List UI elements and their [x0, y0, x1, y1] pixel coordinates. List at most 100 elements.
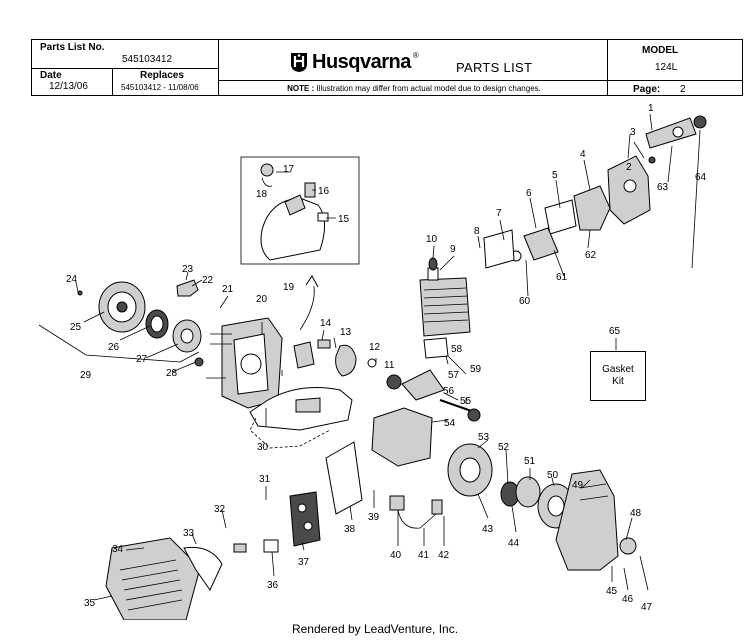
- callout-17: 17: [283, 164, 295, 175]
- air-filter-cover: [289, 491, 321, 547]
- gasket-kit-label-line1: Gasket: [602, 364, 634, 375]
- callout-16: 16: [318, 186, 330, 197]
- filter-element: [263, 539, 279, 553]
- callout-27: 27: [136, 354, 148, 365]
- date-label: Date: [40, 70, 62, 81]
- callout-45: 45: [606, 586, 618, 597]
- wire: [397, 509, 437, 529]
- callout-22: 22: [202, 275, 214, 286]
- callout-12: 12: [369, 342, 381, 353]
- callout-23: 23: [182, 264, 194, 275]
- exploded-parts-diagram: 1 2 3 4 5 6 7 8 9 10 11 12 13 14 15 16 1…: [38, 103, 707, 620]
- callout-37: 37: [298, 557, 310, 568]
- callout-64: 64: [695, 172, 707, 183]
- callout-62: 62: [585, 250, 597, 261]
- date-value: 12/13/06: [49, 81, 88, 92]
- callout-34: 34: [112, 544, 124, 555]
- fan-housing: [105, 537, 223, 620]
- callout-52: 52: [498, 442, 510, 453]
- intake-gasket: [483, 229, 515, 269]
- callout-60: 60: [519, 296, 531, 307]
- callout-56: 56: [443, 386, 455, 397]
- callout-1: 1: [648, 103, 654, 114]
- callout-24: 24: [66, 274, 78, 285]
- callout-42: 42: [438, 550, 450, 561]
- document-title: PARTS LIST: [456, 60, 533, 75]
- callout-31: 31: [259, 474, 271, 485]
- callout-44: 44: [508, 538, 520, 549]
- callout-36: 36: [267, 580, 279, 591]
- model-label: MODEL: [642, 45, 679, 56]
- fuel-tank: [249, 341, 353, 449]
- model-value: 124L: [655, 62, 678, 73]
- parts-list-header: [31, 39, 743, 96]
- callout-26: 26: [108, 342, 120, 353]
- callout-53: 53: [478, 432, 490, 443]
- engine-housing: [206, 317, 283, 409]
- callout-54: 54: [444, 418, 456, 429]
- callout-55: 55: [460, 396, 472, 407]
- gasket-kit-box: Gasket Kit: [590, 351, 646, 401]
- callout-10: 10: [426, 234, 438, 245]
- callout-61: 61: [556, 272, 568, 283]
- intake-manifold: [523, 227, 559, 261]
- gasket-small: [233, 543, 247, 553]
- washer: [367, 358, 377, 368]
- callout-50: 50: [547, 470, 559, 481]
- husqvarna-crown-logo: [291, 53, 307, 72]
- crankshaft: [386, 369, 481, 422]
- callout-40: 40: [390, 550, 402, 561]
- callout-47: 47: [641, 602, 653, 613]
- footer-credit: Rendered by LeadVenture, Inc.: [291, 622, 459, 636]
- muffler-group: [607, 115, 707, 225]
- clutch: [515, 476, 541, 508]
- fuel-tank-inset: [240, 156, 360, 265]
- callout-7: 7: [496, 208, 502, 219]
- arrow-head: [305, 275, 319, 288]
- callout-65: 65: [609, 326, 621, 337]
- header-divider: [112, 68, 113, 95]
- gasket-kit-label-line2: Kit: [612, 376, 624, 387]
- replaces-label: Replaces: [140, 70, 184, 81]
- callout-58: 58: [451, 344, 463, 355]
- callout-8: 8: [474, 226, 480, 237]
- header-divider: [607, 80, 742, 81]
- parts-list-no: 545103412: [122, 54, 173, 65]
- callout-48: 48: [630, 508, 642, 519]
- callout-19: 19: [283, 282, 295, 293]
- callout-39: 39: [368, 512, 380, 523]
- callout-15: 15: [338, 214, 350, 225]
- callout-5: 5: [552, 170, 558, 181]
- note-line: NOTE : Illustration may differ from actu…: [287, 84, 541, 93]
- callout-2: 2: [626, 162, 632, 173]
- callout-63: 63: [657, 182, 669, 193]
- switch: [431, 499, 443, 515]
- ignition-module: [389, 495, 405, 511]
- gear-housing: [555, 469, 637, 571]
- callout-43: 43: [482, 524, 494, 535]
- callout-35: 35: [84, 598, 96, 609]
- page-label: Page:: [633, 84, 661, 95]
- piston: [423, 337, 449, 359]
- heat-shield: [325, 441, 363, 515]
- header-divider: [32, 68, 218, 69]
- callout-32: 32: [214, 504, 226, 515]
- spark-cap: [317, 339, 331, 349]
- callout-21: 21: [222, 284, 234, 295]
- page-value: 2: [680, 84, 686, 95]
- callout-9: 9: [450, 244, 456, 255]
- callout-18: 18: [256, 189, 268, 200]
- callout-49: 49: [572, 480, 584, 491]
- callout-28: 28: [166, 368, 178, 379]
- callout-14: 14: [320, 318, 332, 329]
- callout-6: 6: [526, 188, 532, 199]
- callout-57: 57: [448, 370, 460, 381]
- carburetor: [573, 185, 611, 231]
- callout-51: 51: [524, 456, 536, 467]
- callout-46: 46: [622, 594, 634, 605]
- callout-25: 25: [70, 322, 82, 333]
- ignition-coil: [335, 344, 357, 377]
- header-divider: [607, 40, 608, 95]
- callout-30: 30: [257, 442, 269, 453]
- callout-3: 3: [630, 127, 636, 138]
